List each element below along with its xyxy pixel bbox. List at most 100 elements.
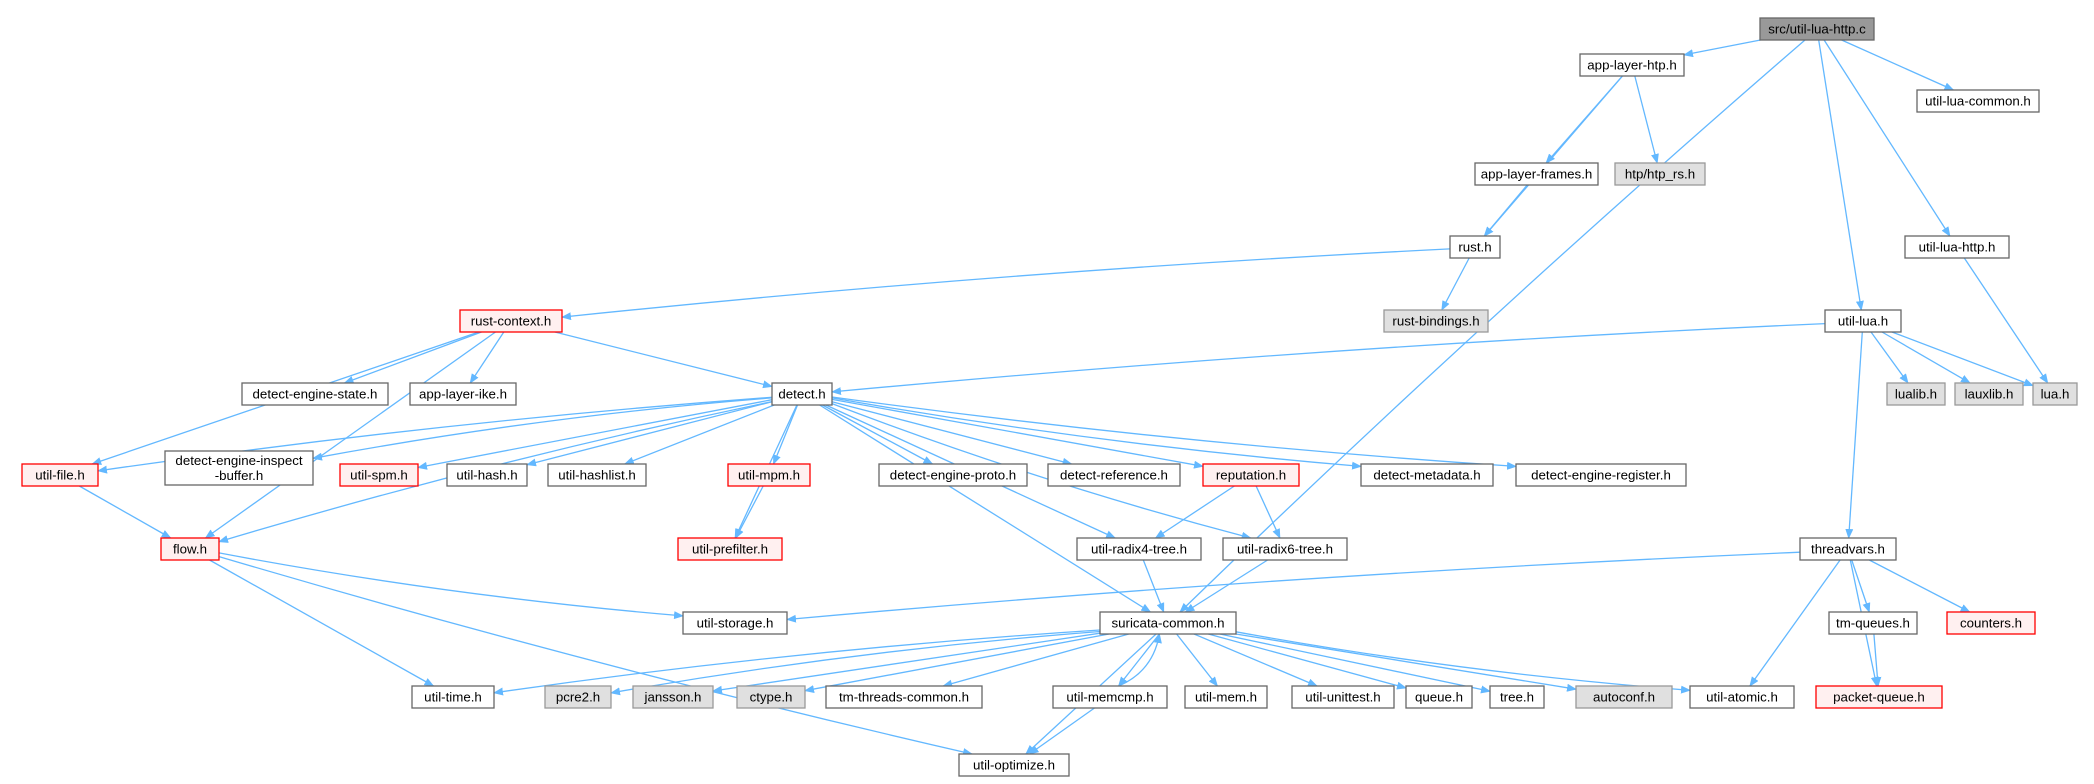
node-label: rust-bindings.h	[1392, 314, 1479, 329]
node-util-lua-common[interactable]: util-lua-common.h	[1916, 89, 2040, 113]
node-util-hashlist[interactable]: util-hashlist.h	[547, 463, 647, 487]
edge-line	[1891, 331, 2034, 387]
node-box	[1916, 89, 2040, 113]
edge-line	[786, 551, 1801, 623]
node-counters[interactable]: counters.h	[1946, 611, 2036, 635]
edge-line	[1881, 331, 1971, 384]
node-label: packet-queue.h	[1833, 690, 1925, 705]
node-box	[1405, 685, 1473, 709]
edge-line	[1142, 559, 1165, 613]
node-box	[1515, 463, 1687, 487]
node-label: -buffer.h	[215, 468, 264, 483]
edge-util-lua-http-to-lua	[1963, 257, 2049, 384]
node-label: util-spm.h	[350, 468, 408, 483]
node-util-lua-http[interactable]: util-lua-http.h	[1904, 235, 2010, 259]
edge-line	[343, 331, 482, 384]
edge-detect-to-util-spm	[417, 399, 773, 470]
node-util-lua[interactable]: util-lua.h	[1824, 309, 1902, 333]
node-util-prefilter[interactable]: util-prefilter.h	[677, 537, 783, 561]
node-util-atomic[interactable]: util-atomic.h	[1689, 685, 1795, 709]
node-box	[1614, 162, 1706, 186]
edge-tm-queues-to-packet-queue	[1873, 633, 1882, 687]
node-label: tm-queues.h	[1836, 616, 1910, 631]
node-box	[1383, 309, 1489, 333]
node-label: ctype.h	[750, 690, 793, 705]
node-app-layer-frames[interactable]: app-layer-frames.h	[1474, 162, 1599, 186]
node-label: lua.h	[2041, 387, 2070, 402]
node-util-memcmp[interactable]: util-memcmp.h	[1052, 685, 1168, 709]
node-app-layer-htp[interactable]: app-layer-htp.h	[1579, 53, 1685, 77]
node-packet-queue[interactable]: packet-queue.h	[1815, 685, 1943, 709]
node-tm-threads-common[interactable]: tm-threads-common.h	[825, 685, 983, 709]
node-util-mem[interactable]: util-mem.h	[1184, 685, 1268, 709]
edge-line	[831, 398, 1204, 469]
node-util-mpm[interactable]: util-mpm.h	[727, 463, 811, 487]
node-box	[1449, 235, 1501, 259]
node-label: suricata-common.h	[1111, 616, 1224, 631]
edge-reputation-to-util-radix4-tree	[1154, 485, 1235, 539]
node-tree[interactable]: tree.h	[1489, 685, 1545, 709]
node-util-hash[interactable]: util-hash.h	[446, 463, 528, 487]
node-tm-queues[interactable]: tm-queues.h	[1828, 611, 1918, 635]
edge-util-memcmp-to-suricata-common	[1118, 633, 1162, 687]
edge-line	[1818, 39, 1864, 311]
edge-suricata-common-to-pcre2	[610, 630, 1101, 696]
node-label: util-memcmp.h	[1066, 690, 1153, 705]
node-label: util-time.h	[424, 690, 482, 705]
edge-line	[1841, 39, 1955, 91]
edge-util-mpm-to-util-prefilter	[735, 485, 764, 539]
node-box	[1489, 685, 1545, 709]
node-detect-reference[interactable]: detect-reference.h	[1047, 463, 1181, 487]
node-box	[21, 463, 99, 487]
node-util-spm[interactable]: util-spm.h	[339, 463, 419, 487]
node-detect-engine-state[interactable]: detect-engine-state.h	[241, 382, 389, 406]
node-label: util-radix6-tree.h	[1237, 542, 1333, 557]
node-label: tree.h	[1500, 690, 1534, 705]
edge-line	[218, 552, 684, 620]
edge-reputation-to-util-radix6-tree	[1255, 485, 1281, 539]
node-util-unittest[interactable]: util-unittest.h	[1291, 685, 1395, 709]
node-app-layer-ike[interactable]: app-layer-ike.h	[409, 382, 517, 406]
edge-suricata-common-to-util-unittest	[1193, 633, 1318, 687]
node-rust[interactable]: rust.h	[1449, 235, 1501, 259]
edge-line	[312, 397, 773, 461]
node-root[interactable]: src/util-lua-http.c	[1759, 17, 1875, 41]
node-detect-engine-register[interactable]: detect-engine-register.h	[1515, 463, 1687, 487]
node-flow[interactable]: flow.h	[160, 537, 220, 561]
edge-line	[772, 404, 799, 465]
node-threadvars[interactable]: threadvars.h	[1799, 537, 1897, 561]
edge-line	[417, 399, 773, 470]
node-util-optimize[interactable]: util-optimize.h	[958, 753, 1070, 777]
node-box	[547, 463, 647, 487]
edge-line	[1235, 631, 1691, 694]
node-detect-engine-inspect-buffer[interactable]: detect-engine-inspect-buffer.h	[164, 450, 314, 486]
edge-line	[831, 397, 1362, 470]
node-util-radix4-tree[interactable]: util-radix4-tree.h	[1076, 537, 1202, 561]
node-box	[1202, 463, 1300, 487]
edge-rust-context-to-detect	[554, 331, 773, 389]
node-reputation[interactable]: reputation.h	[1202, 463, 1300, 487]
node-box	[1222, 537, 1348, 561]
node-label: queue.h	[1415, 690, 1463, 705]
node-box	[1815, 685, 1943, 709]
node-util-time[interactable]: util-time.h	[411, 685, 495, 709]
node-util-radix6-tree[interactable]: util-radix6-tree.h	[1222, 537, 1348, 561]
node-box	[1954, 382, 2024, 406]
node-box	[825, 685, 983, 709]
node-suricata-common[interactable]: suricata-common.h	[1099, 611, 1237, 635]
node-queue[interactable]: queue.h	[1405, 685, 1473, 709]
node-label: detect-engine-state.h	[253, 387, 378, 402]
node-detect-engine-proto[interactable]: detect-engine-proto.h	[878, 463, 1028, 487]
node-label: app-layer-ike.h	[419, 387, 507, 402]
node-detect[interactable]: detect.h	[771, 382, 833, 406]
node-box	[1052, 685, 1168, 709]
node-detect-metadata[interactable]: detect-metadata.h	[1360, 463, 1494, 487]
node-box	[411, 685, 495, 709]
node-box	[446, 463, 528, 487]
node-util-file[interactable]: util-file.h	[21, 463, 99, 487]
node-lualib: lualib.h	[1886, 382, 1946, 406]
node-rust-context[interactable]: rust-context.h	[459, 309, 563, 333]
node-util-storage[interactable]: util-storage.h	[682, 611, 788, 635]
edge-line	[1823, 39, 1951, 237]
edge-rust-to-rust-context	[561, 248, 1451, 321]
